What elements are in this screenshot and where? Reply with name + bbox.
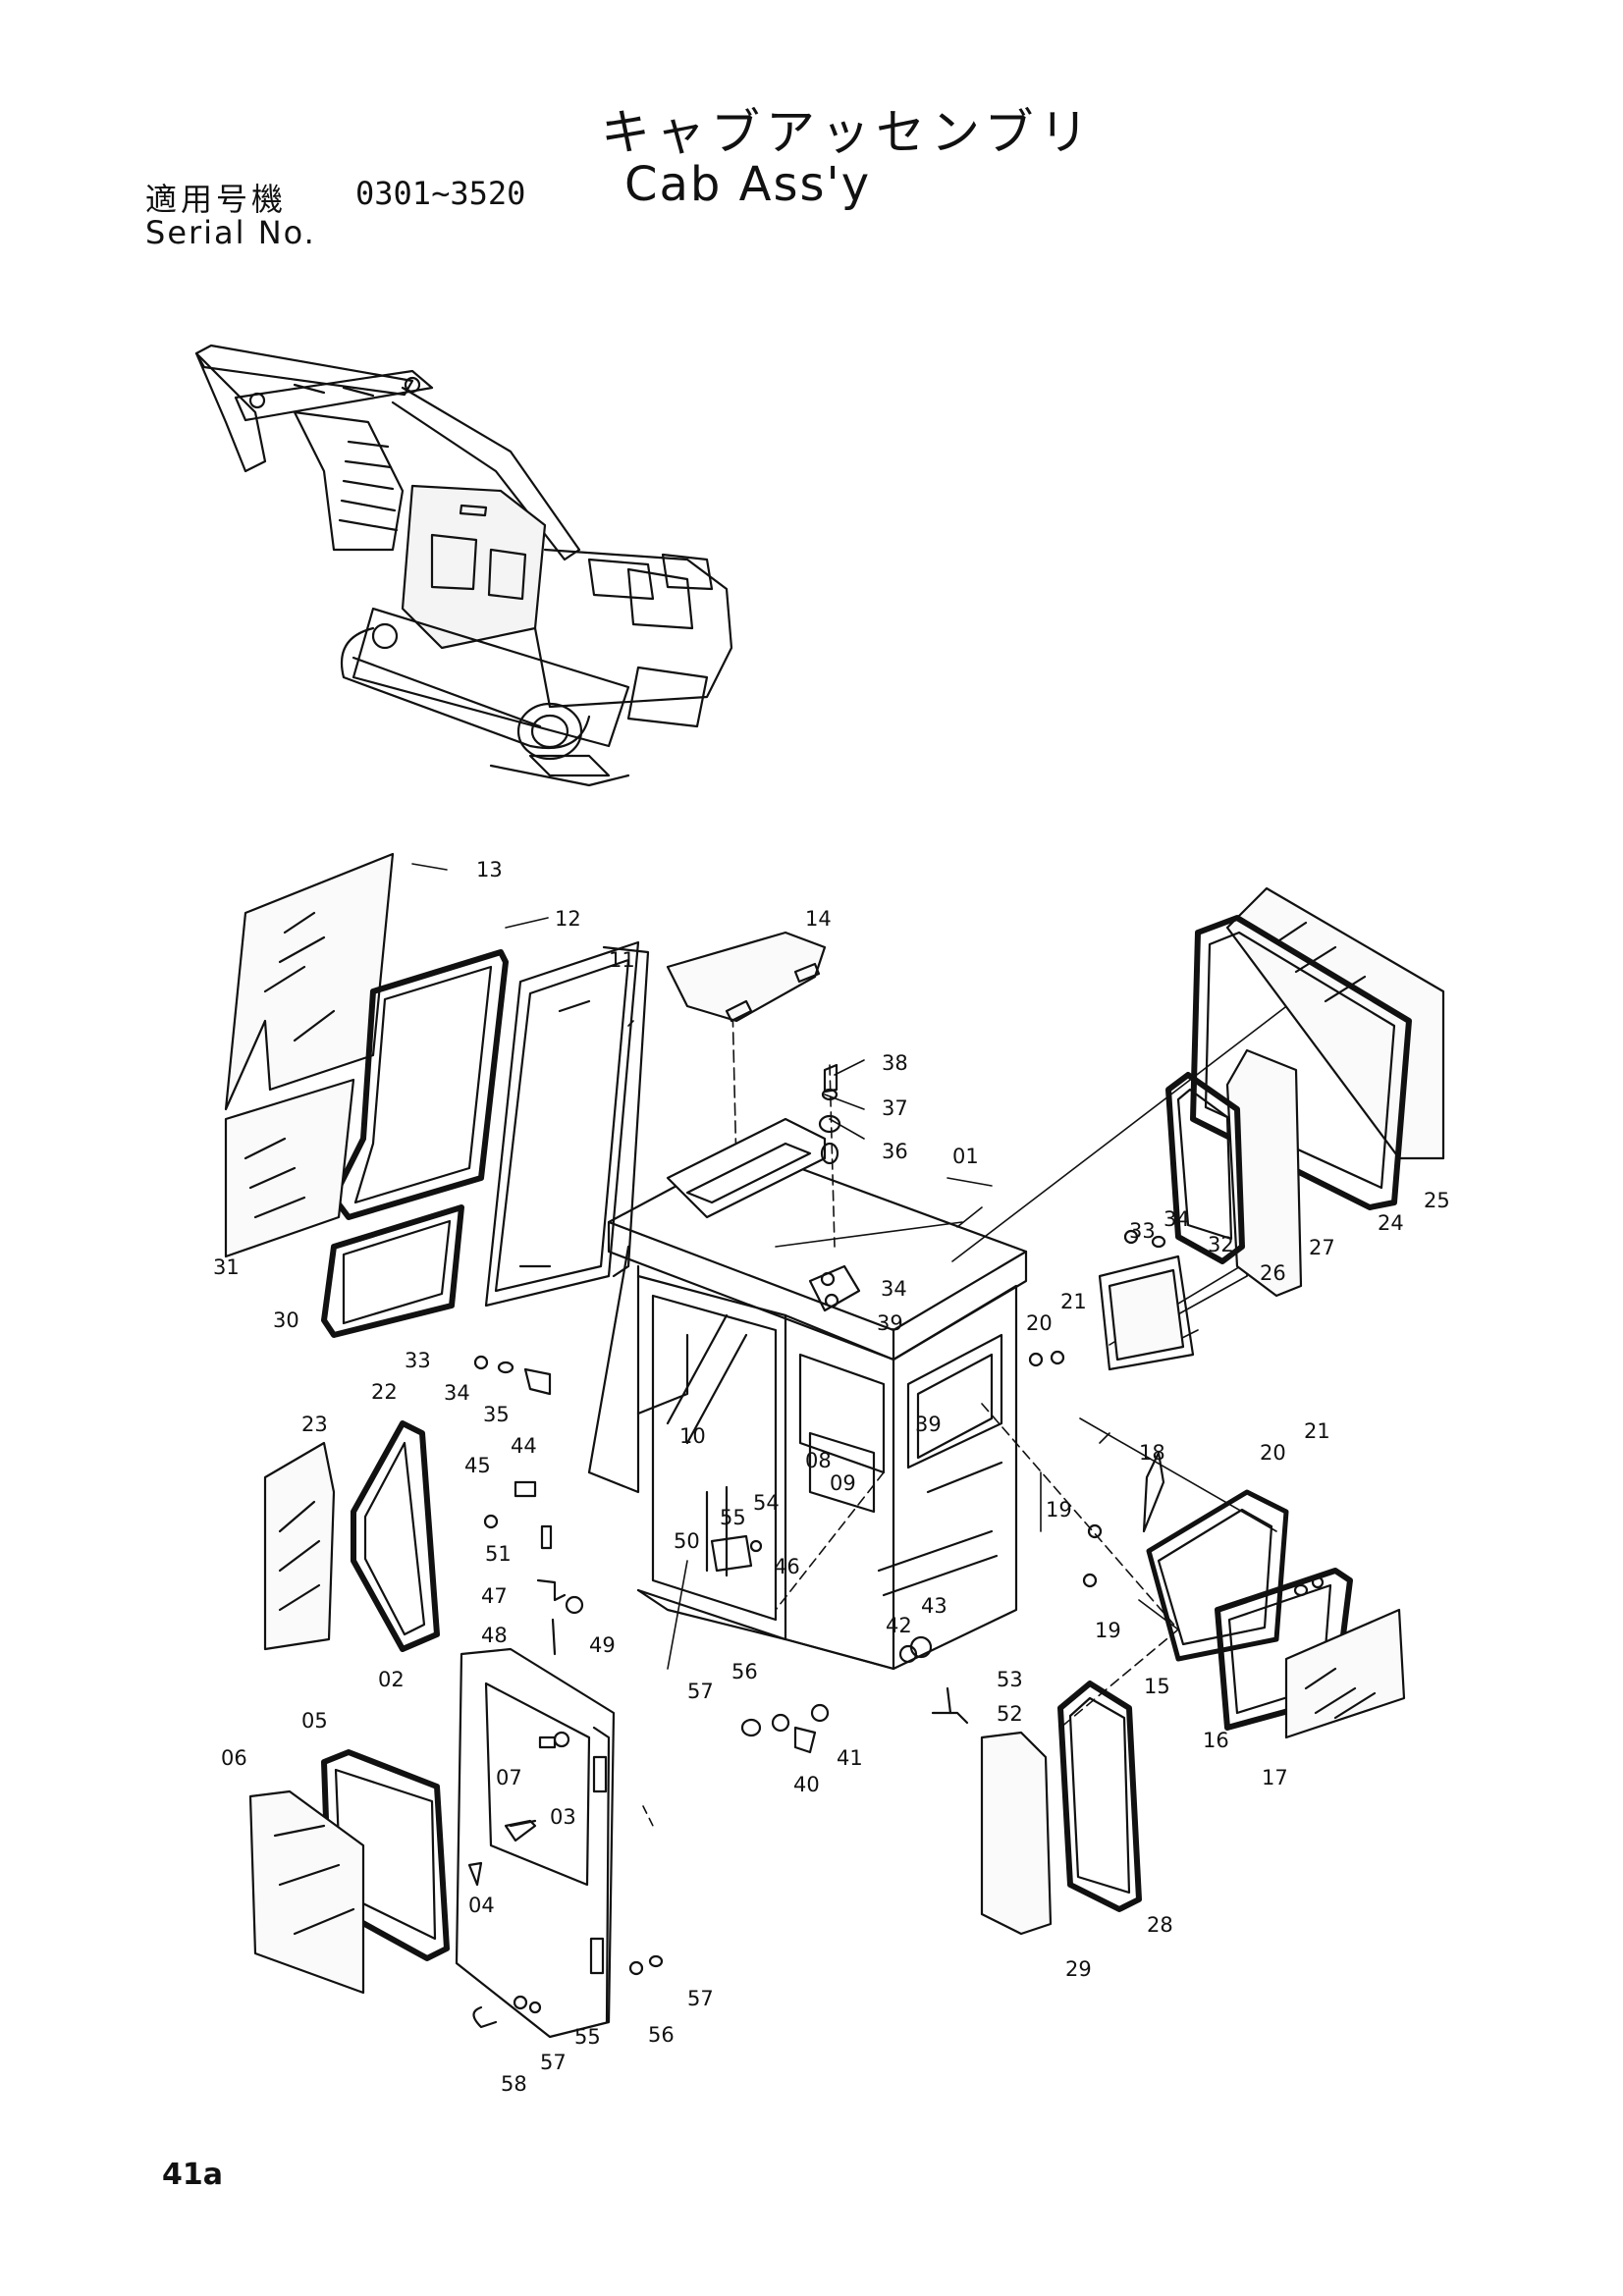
callout-58: 58: [501, 2072, 527, 2096]
callout-24: 24: [1378, 1211, 1404, 1235]
callout-32: 32: [1208, 1233, 1234, 1256]
callout-53: 53: [997, 1668, 1023, 1691]
serial-range: 0301∼3520: [355, 175, 526, 212]
callout-08: 08: [805, 1449, 832, 1472]
callout-26: 26: [1260, 1261, 1286, 1285]
callout-57: 57: [687, 1680, 714, 1703]
callout-06: 06: [221, 1746, 247, 1770]
window-glass-31: [224, 1078, 355, 1258]
callout-44: 44: [511, 1434, 537, 1458]
callout-55: 55: [574, 2025, 601, 2049]
callout-57: 57: [540, 2051, 567, 2074]
callout-19: 19: [1046, 1498, 1072, 1522]
window-seal-30: [321, 1204, 464, 1338]
title-japanese: キャブアッセンブリ: [601, 104, 1095, 161]
rear-glass-27: [1225, 1048, 1303, 1298]
callout-02: 02: [378, 1668, 405, 1691]
callout-34: 34: [1163, 1207, 1190, 1231]
callout-43: 43: [921, 1594, 947, 1618]
callout-11: 11: [609, 948, 635, 972]
window-seal-12: [331, 949, 509, 1220]
callout-34: 34: [444, 1381, 470, 1405]
side-seal-22: [351, 1420, 440, 1652]
title-english: Cab Ass'y: [624, 157, 872, 212]
serial-label: Serial No.: [145, 214, 316, 251]
callout-56: 56: [648, 2023, 675, 2047]
callout-49: 49: [589, 1633, 616, 1657]
door-glass-06: [248, 1789, 365, 1995]
door-glass-17: [1284, 1608, 1406, 1739]
callout-39: 39: [915, 1413, 942, 1436]
window-frame-11: [484, 940, 650, 1308]
callout-31: 31: [213, 1255, 240, 1279]
applicable-machine-label: 適用号機: [145, 181, 288, 218]
page-number: 41a: [162, 2158, 223, 2192]
callout-15: 15: [1144, 1675, 1170, 1698]
callout-22: 22: [371, 1380, 398, 1404]
cab-body: [587, 1117, 1028, 1671]
callout-34: 34: [881, 1277, 907, 1301]
callout-28: 28: [1147, 1913, 1173, 1937]
callout-16: 16: [1203, 1729, 1229, 1752]
callouts: 13 12 11 14 38 37 36 01 31 30 34 39 33 3…: [213, 858, 1450, 2096]
callout-09: 09: [830, 1471, 856, 1495]
callout-21: 21: [1304, 1419, 1330, 1443]
callout-25: 25: [1424, 1189, 1450, 1212]
rear-seal-26: [1165, 1072, 1245, 1264]
roof-hatch-14: [666, 931, 827, 1023]
callout-55: 55: [720, 1506, 746, 1529]
callout-51: 51: [485, 1542, 512, 1566]
sliding-window-32: [1098, 1255, 1195, 1371]
callout-01: 01: [952, 1145, 979, 1168]
callout-35: 35: [483, 1403, 510, 1426]
callout-10: 10: [679, 1424, 706, 1448]
callout-36: 36: [882, 1140, 908, 1163]
rear-seal-24: [1190, 915, 1412, 1210]
callout-03: 03: [550, 1805, 576, 1829]
callout-45: 45: [464, 1454, 491, 1477]
callout-13: 13: [476, 858, 503, 881]
side-glass-23: [263, 1441, 336, 1651]
callout-54: 54: [753, 1491, 780, 1515]
callout-52: 52: [997, 1702, 1023, 1726]
callout-48: 48: [481, 1624, 508, 1647]
callout-04: 04: [468, 1894, 495, 1917]
callout-42: 42: [886, 1614, 912, 1637]
door-02: [455, 1647, 616, 2039]
callout-47: 47: [481, 1584, 508, 1608]
callout-40: 40: [793, 1773, 820, 1796]
callout-14: 14: [805, 907, 832, 931]
callout-21: 21: [1060, 1290, 1087, 1313]
callout-46: 46: [774, 1555, 800, 1578]
callout-05: 05: [301, 1709, 328, 1733]
callout-39: 39: [877, 1311, 903, 1335]
callout-38: 38: [882, 1051, 908, 1075]
door-window-15: [1146, 1489, 1289, 1662]
excavator-illustration: [194, 344, 733, 787]
callout-27: 27: [1309, 1236, 1335, 1259]
callout-57: 57: [687, 1987, 714, 2010]
callout-29: 29: [1065, 1957, 1092, 1981]
callout-19: 19: [1095, 1619, 1121, 1642]
hardware-parts: [472, 1063, 1325, 2029]
callout-37: 37: [882, 1096, 908, 1120]
callout-12: 12: [555, 907, 581, 931]
callout-30: 30: [273, 1308, 299, 1332]
callout-33: 33: [405, 1349, 431, 1372]
callout-07: 07: [496, 1766, 522, 1789]
callout-33: 33: [1129, 1219, 1156, 1243]
callout-20: 20: [1260, 1441, 1286, 1465]
callout-41: 41: [837, 1746, 863, 1770]
callout-18: 18: [1139, 1441, 1165, 1465]
callout-56: 56: [731, 1660, 758, 1683]
rear-glass-29: [980, 1731, 1053, 1936]
rear-seal-28: [1057, 1681, 1142, 1912]
window-glass-13: [224, 852, 395, 1111]
callout-50: 50: [674, 1529, 700, 1553]
callout-23: 23: [301, 1413, 328, 1436]
callout-17: 17: [1262, 1766, 1288, 1789]
callout-20: 20: [1026, 1311, 1053, 1335]
